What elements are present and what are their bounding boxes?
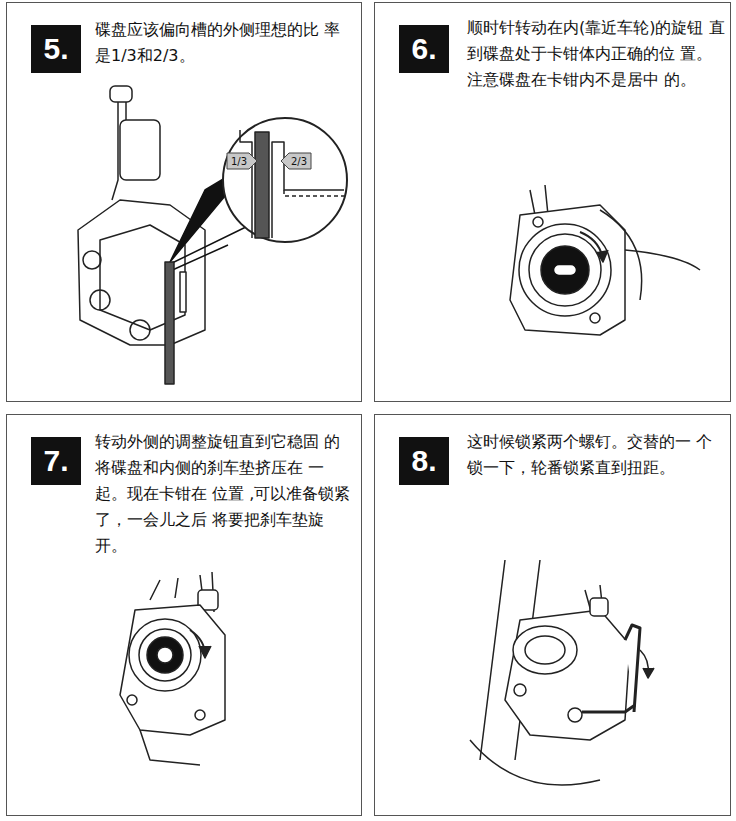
ratio-label: 1/3 (231, 156, 247, 167)
step-number: 7. (43, 444, 68, 478)
arrow-tag-outline (227, 153, 257, 169)
step-panel: 顺时针转动在内(靠近车轮)的旋钮 直到碟盘处于卡钳体内正确的位 置。注意碟盘在卡… (374, 2, 731, 402)
step-panel: 这时候锁紧两个螺钉。交替的一 个锁一下，轮番锁紧直到扭距。 8. (374, 414, 731, 816)
ratio-arrow-tag: 2/3 (280, 152, 312, 170)
step-number: 5. (43, 32, 68, 66)
step-number: 8. (411, 444, 436, 478)
step-instruction: 碟盘应该偏向槽的外侧理想的比 率是1/3和2/3。 (95, 17, 353, 69)
step-panel: 碟盘应该偏向槽的外侧理想的比 率是1/3和2/3。 5. 1/3 2/3 (6, 2, 362, 402)
step-instruction: 顺时针转动在内(靠近车轮)的旋钮 直到碟盘处于卡钳体内正确的位 置。注意碟盘在卡… (467, 15, 725, 93)
step-instruction: 转动外侧的调整旋钮直到它稳固 的将碟盘和内侧的刹车垫挤压在 一起。现在卡钳在 位… (95, 429, 353, 559)
ratio-label: 2/3 (291, 156, 307, 167)
step-instruction: 这时候锁紧两个螺钉。交替的一 个锁一下，轮番锁紧直到扭距。 (467, 429, 725, 481)
arrow-tag-outline (281, 153, 311, 169)
step-number-box: 5. (31, 25, 81, 73)
step-number-box: 8. (399, 437, 449, 485)
ratio-arrow-tag: 1/3 (226, 152, 258, 170)
step-number: 6. (411, 32, 436, 66)
step-number-box: 7. (31, 437, 81, 485)
step-number-box: 6. (399, 25, 449, 73)
step-panel: 转动外侧的调整旋钮直到它稳固 的将碟盘和内侧的刹车垫挤压在 一起。现在卡钳在 位… (6, 414, 362, 816)
